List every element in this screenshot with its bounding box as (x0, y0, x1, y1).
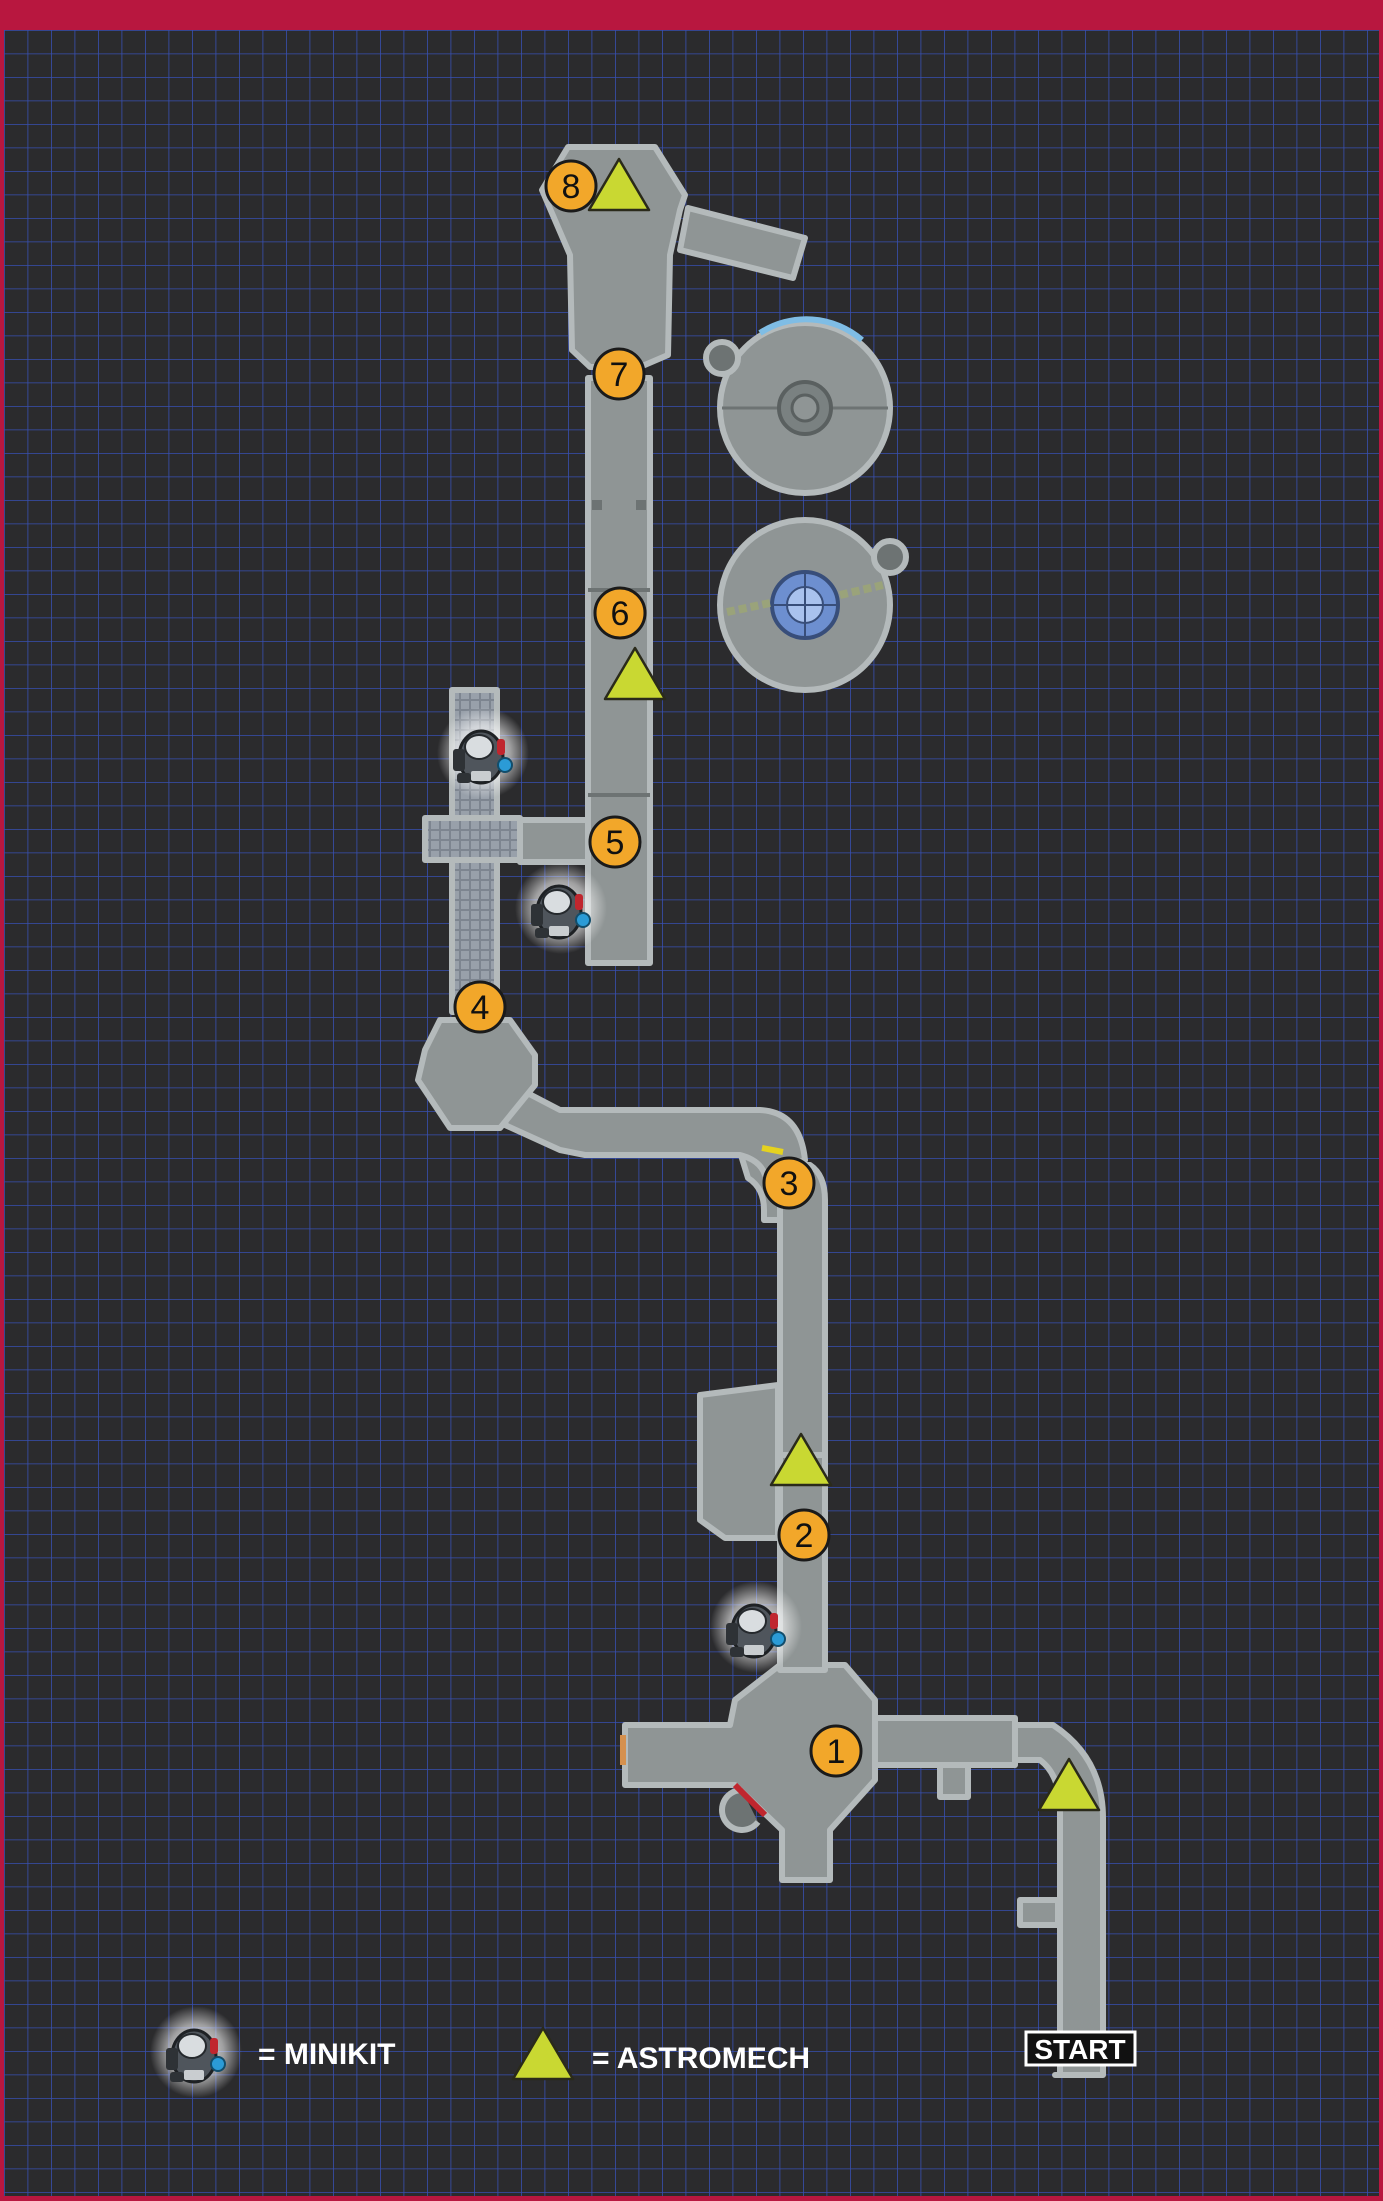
side-room (697, 1382, 781, 1541)
svg-text:7: 7 (610, 356, 629, 394)
waypoint-marker-8: 8 (544, 159, 598, 213)
minikit-icon (708, 1579, 804, 1675)
waypoint-marker-6: 6 (593, 586, 647, 640)
svg-text:3: 3 (780, 1165, 799, 1203)
svg-text:4: 4 (471, 989, 490, 1027)
waypoint-marker-2: 2 (777, 1508, 831, 1562)
waypoint-marker-3: 3 (762, 1156, 816, 1210)
legend-astromech-label: = ASTROMECH (592, 2042, 810, 2075)
hub-room-1 (622, 1662, 878, 1883)
start-badge: START (1024, 2030, 1137, 2067)
room-4 (415, 1017, 538, 1131)
corridor-3 (777, 1162, 828, 1458)
corridor-8-east (677, 205, 808, 281)
svg-text:1: 1 (827, 1733, 846, 1771)
legend-minikit-label: = MINIKIT (258, 2038, 396, 2071)
svg-text:5: 5 (606, 824, 625, 862)
minikit-icon (513, 860, 609, 956)
waypoint-marker-7: 7 (592, 347, 646, 401)
legend: = MINIKIT = ASTROMECH START (148, 2004, 1137, 2100)
connector-5 (517, 817, 593, 865)
legend-minikit-icon (148, 2004, 244, 2100)
svg-text:6: 6 (611, 595, 630, 633)
grate-horizontal (422, 815, 523, 863)
corridor-east (867, 1715, 1018, 1768)
svg-text:8: 8 (562, 168, 581, 206)
waypoint-marker-4: 4 (453, 980, 507, 1034)
corridor-4 (502, 1082, 808, 1178)
minikit-icon (435, 705, 531, 801)
svg-text:2: 2 (795, 1517, 814, 1555)
waypoint-marker-1: 1 (809, 1724, 863, 1778)
waypoint-marker-5: 5 (588, 815, 642, 869)
start-label: START (1034, 2034, 1125, 2065)
